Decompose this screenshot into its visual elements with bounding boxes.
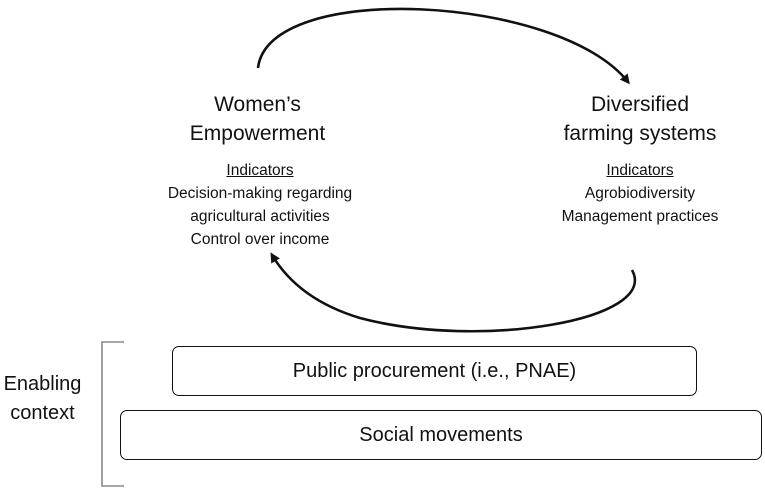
- arrow-empowerment-to-farming: [256, 7, 630, 85]
- indicators-heading: Indicators: [226, 162, 294, 179]
- indicator-item: Management practices: [561, 208, 719, 225]
- node-title-line-1: Diversified: [590, 93, 690, 116]
- arrow-farming-to-empowerment: [270, 252, 636, 333]
- node-title-line-1: Women’s: [214, 93, 301, 116]
- right-indicators: Indicators Agrobiodiversity Management p…: [540, 160, 740, 228]
- indicator-item: agricultural activities: [190, 208, 330, 225]
- social-movements-box: Social movements: [120, 410, 762, 460]
- context-bracket: [101, 341, 124, 487]
- context-label-line-1: Enabling: [3, 373, 82, 395]
- indicator-item: Control over income: [190, 231, 330, 248]
- node-womens-empowerment: Women’s Empowerment: [150, 90, 365, 148]
- node-title-line-2: Empowerment: [189, 122, 326, 145]
- indicator-item: Decision-making regarding: [167, 185, 353, 202]
- indicators-heading: Indicators: [606, 162, 674, 179]
- node-title-line-2: farming systems: [563, 122, 717, 145]
- node-diversified-farming: Diversified farming systems: [540, 90, 740, 148]
- public-procurement-box: Public procurement (i.e., PNAE): [172, 346, 697, 396]
- indicator-item: Agrobiodiversity: [584, 185, 696, 202]
- enabling-context-label: Enabling context: [0, 370, 85, 428]
- context-label-line-2: context: [10, 402, 75, 424]
- left-indicators: Indicators Decision-making regarding agr…: [140, 160, 380, 251]
